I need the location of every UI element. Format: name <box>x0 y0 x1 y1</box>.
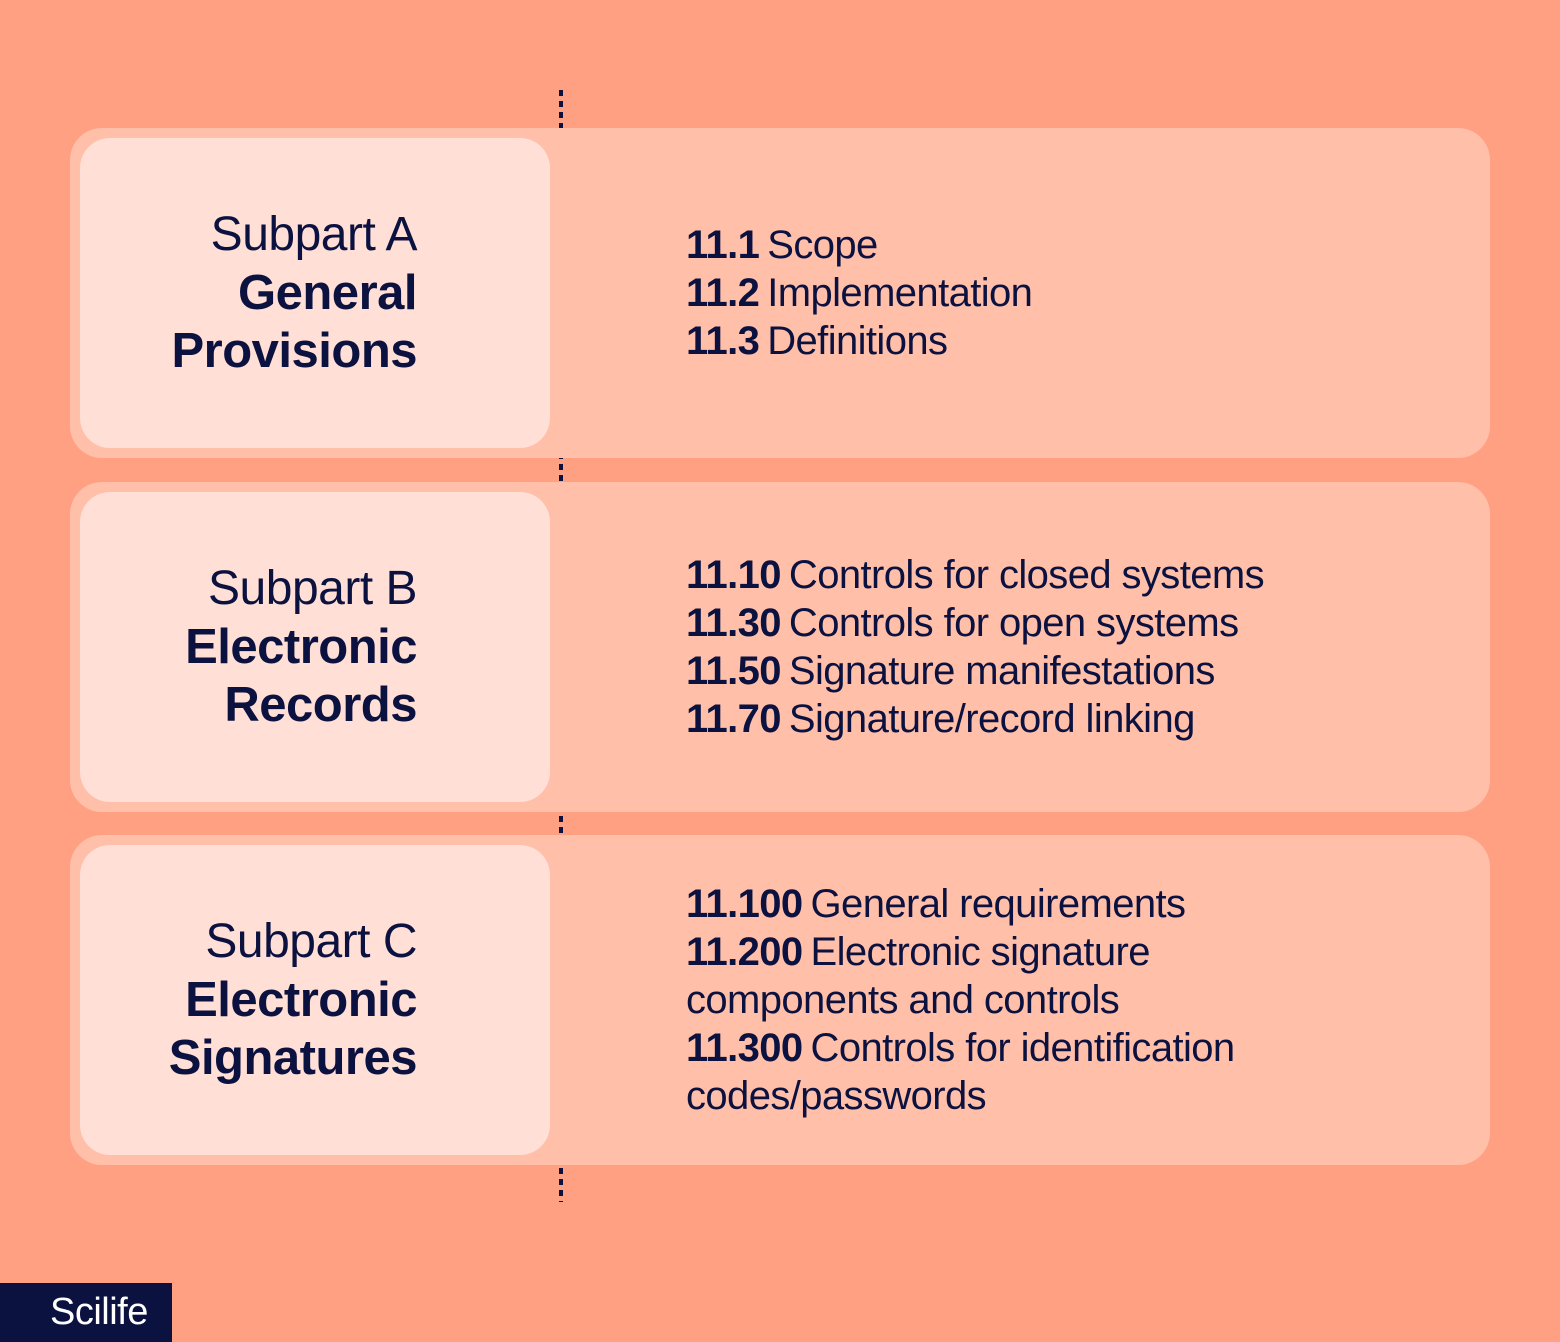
subpart-b-title-card: Subpart B Electronic Records <box>80 492 550 802</box>
section-text: Controls for identification codes/passwo… <box>686 1026 1235 1118</box>
subpart-label: Subpart C <box>205 915 417 968</box>
section-number: 11.200 <box>686 930 803 974</box>
section-text: Signature manifestations <box>788 649 1215 693</box>
scilife-logo: Scilife <box>0 1283 172 1342</box>
section-number: 11.3 <box>686 319 760 363</box>
subpart-heading-line2: Provisions <box>171 324 417 378</box>
subpart-heading-line1: General <box>238 266 417 320</box>
subpart-heading-line2: Signatures <box>168 1031 418 1085</box>
section-number: 11.2 <box>686 271 760 315</box>
section-number: 11.1 <box>686 223 760 267</box>
section-text: General requirements <box>810 882 1186 926</box>
section-text: Electronic signature components and cont… <box>686 930 1150 1022</box>
section-number: 11.300 <box>686 1026 803 1070</box>
section-text: Controls for open systems <box>788 601 1239 645</box>
section-text: Controls for closed systems <box>788 553 1265 597</box>
section-text: Implementation <box>767 271 1033 315</box>
subpart-a-title: Subpart A General Provisions <box>171 138 417 448</box>
subpart-c-title: Subpart C Electronic Signatures <box>168 845 418 1155</box>
section-number: 11.50 <box>686 649 782 693</box>
section-number: 11.10 <box>686 553 782 597</box>
subpart-a-title-card: Subpart A General Provisions <box>80 138 550 448</box>
section-number: 11.70 <box>686 697 782 741</box>
section-text: Definitions <box>767 319 948 363</box>
subpart-heading-line1: Electronic <box>185 973 417 1027</box>
subpart-label: Subpart A <box>210 208 418 261</box>
section-text: Scope <box>767 223 878 267</box>
section-text: Signature/record linking <box>788 697 1195 741</box>
subpart-c-title-card: Subpart C Electronic Signatures <box>80 845 550 1155</box>
section-number: 11.100 <box>686 882 803 926</box>
subpart-heading-line2: Records <box>224 678 417 732</box>
subpart-b-title: Subpart B Electronic Records <box>185 492 417 802</box>
subpart-label: Subpart B <box>208 562 417 615</box>
section-number: 11.30 <box>686 601 782 645</box>
subpart-heading-line1: Electronic <box>185 620 417 674</box>
